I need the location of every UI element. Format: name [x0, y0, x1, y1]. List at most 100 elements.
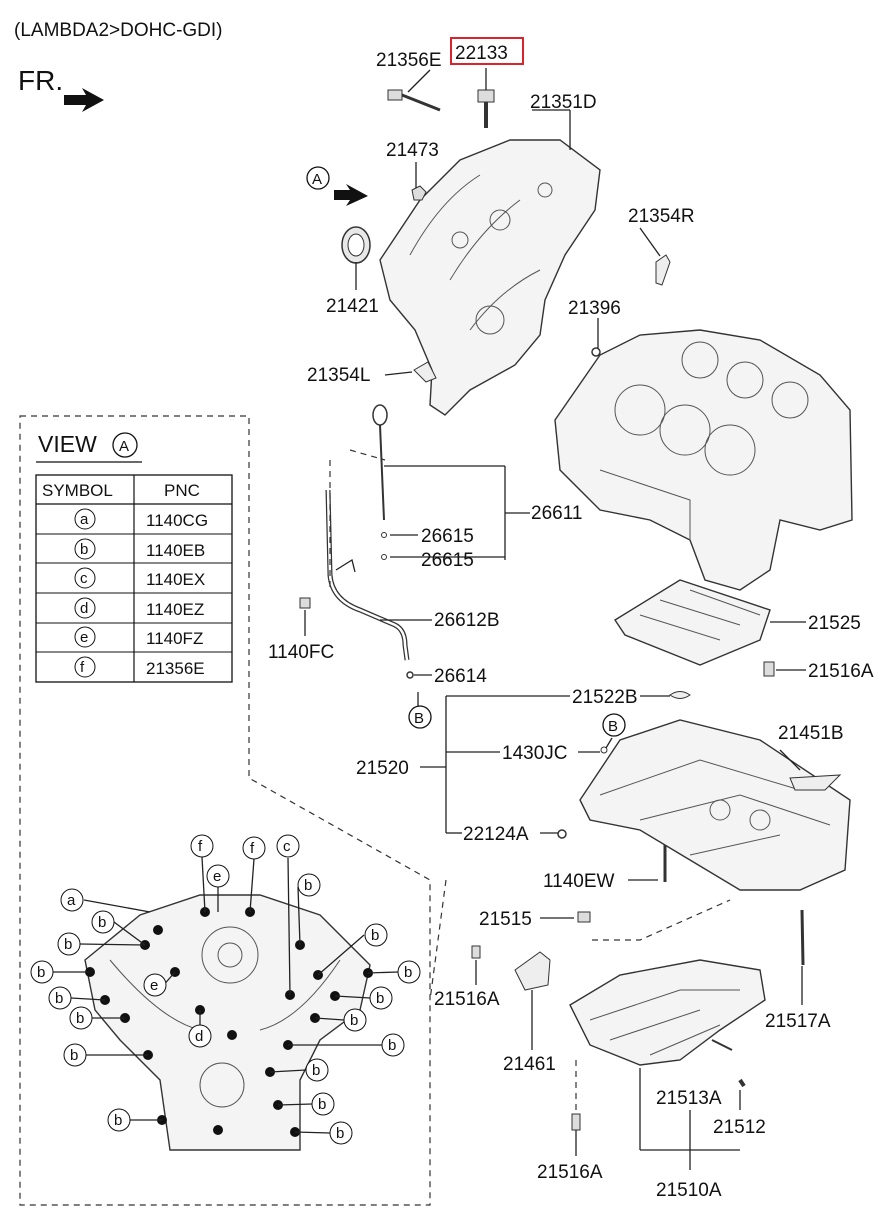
timing-chain-cover [379, 139, 601, 416]
view-title: VIEW [38, 431, 97, 457]
gasket-21354r [655, 254, 671, 286]
label-21510a: 21510A [656, 1180, 722, 1201]
label-21516a-left: 21516A [434, 989, 500, 1010]
label-21354r: 21354R [628, 206, 695, 227]
callout-a: a [67, 892, 76, 909]
label-21513a: 21513A [656, 1088, 722, 1109]
baffle-plate-21525 [614, 579, 771, 666]
bolt-21516a-right [763, 661, 775, 677]
bolt-21517a [800, 909, 805, 966]
label-21421: 21421 [326, 296, 379, 317]
oil-seal-21421 [341, 226, 371, 264]
view-title-ref: A [119, 438, 129, 455]
label-21515: 21515 [479, 909, 532, 930]
dipstick-tube-26612b [325, 489, 410, 661]
callout-b: b [350, 1012, 358, 1029]
label-21396: 21396 [568, 298, 621, 319]
callout-b: b [388, 1037, 396, 1054]
view-a-letter: A [312, 171, 322, 188]
label-22124a: 22124A [463, 824, 529, 845]
callout-b: b [55, 990, 63, 1007]
callout-b: b [64, 936, 72, 953]
lower-oil-pan-21510a [569, 959, 766, 1066]
callout-b: b [98, 914, 106, 931]
callout-b: b [304, 877, 312, 894]
callout-b: b [37, 964, 45, 981]
front-arrow-icon [64, 88, 104, 112]
front-label: FR. [18, 65, 63, 96]
cylinder-block [554, 329, 853, 591]
bolt-21516a-left [471, 945, 481, 959]
symbol-pnc-table: SYMBOL PNC a 1140CG b 1140EB c 1140EX d … [35, 474, 233, 683]
label-21351d: 21351D [530, 92, 597, 113]
view-arrow-icon [334, 184, 368, 206]
label-22133: 22133 [455, 43, 508, 64]
callout-b: b [404, 964, 412, 981]
label-21473: 21473 [386, 140, 439, 161]
callout-f: f [250, 840, 255, 857]
seal-22124a [557, 829, 567, 839]
gasket-21522b [669, 691, 691, 699]
label-21525: 21525 [808, 613, 861, 634]
callout-b: b [70, 1047, 78, 1064]
label-1430jc: 1430JC [502, 743, 568, 764]
callout-e: e [213, 868, 221, 885]
baffle-21461 [514, 951, 551, 991]
view-a-indicator: A [306, 166, 368, 206]
bolt-21516a-bottom [571, 1113, 581, 1131]
dipstick-26611 [372, 404, 388, 560]
label-1140ew: 1140EW [543, 871, 615, 892]
bolt-21515 [577, 911, 591, 923]
table-pnc: 1140EZ [146, 600, 204, 619]
table-pnc: 1140FZ [146, 629, 203, 648]
gasket-21513a [711, 1039, 733, 1051]
callout-c: c [283, 838, 291, 855]
label-21512: 21512 [713, 1117, 766, 1138]
table-pnc: 21356E [146, 659, 205, 678]
callout-b: b [318, 1096, 326, 1113]
strainer-21451b [789, 774, 842, 791]
sensor-22133 [477, 89, 495, 128]
callout-b: b [371, 927, 379, 944]
label-26615-b: 26615 [421, 550, 474, 571]
table-symbol: a [80, 511, 89, 528]
label-21451b: 21451B [778, 723, 844, 744]
label-21356e: 21356E [376, 50, 442, 71]
table-symbol: c [80, 570, 88, 587]
label-21354l: 21354L [307, 365, 370, 386]
callout-e: e [150, 977, 158, 994]
label-26614: 26614 [434, 666, 487, 687]
view-a-callouts: a b b b b b b b f f e c b b b b b b b b … [30, 834, 421, 1145]
table-pnc: 1140EX [146, 570, 205, 589]
ref-b-oilpan: B [602, 713, 626, 737]
callout-b: b [312, 1062, 320, 1079]
label-21461: 21461 [503, 1054, 556, 1075]
table-header-pnc: PNC [164, 481, 200, 500]
view-a-frame [19, 415, 431, 1206]
table-pnc: 1140EB [146, 541, 205, 560]
label-21516a-right: 21516A [808, 661, 874, 682]
gasket-21354l [413, 361, 437, 383]
leader-lines [304, 68, 806, 1170]
svg-text:B: B [414, 710, 424, 727]
nut-21473 [411, 185, 427, 201]
callout-b: b [114, 1112, 122, 1129]
table-pnc: 1140CG [146, 511, 208, 530]
table-symbol: b [80, 541, 88, 558]
bolt-21356e [387, 89, 441, 112]
table-header-symbol: SYMBOL [42, 481, 113, 500]
callout-f: f [198, 838, 203, 855]
diagram-subtitle: (LAMBDA2>DOHC-GDI) [14, 20, 223, 41]
label-21517a: 21517A [765, 1011, 831, 1032]
table-symbol: d [80, 600, 88, 617]
svg-text:B: B [608, 718, 618, 735]
drain-plug-21512 [738, 1078, 746, 1088]
table-symbol: f [80, 659, 85, 676]
label-21520: 21520 [356, 758, 409, 779]
o-ring-21396 [591, 347, 601, 357]
label-21516a-bottom: 21516A [537, 1162, 603, 1183]
bolt-1140fc [299, 597, 311, 609]
upper-oil-pan-21520 [579, 719, 851, 891]
ref-b-dipstick: B [408, 705, 432, 729]
